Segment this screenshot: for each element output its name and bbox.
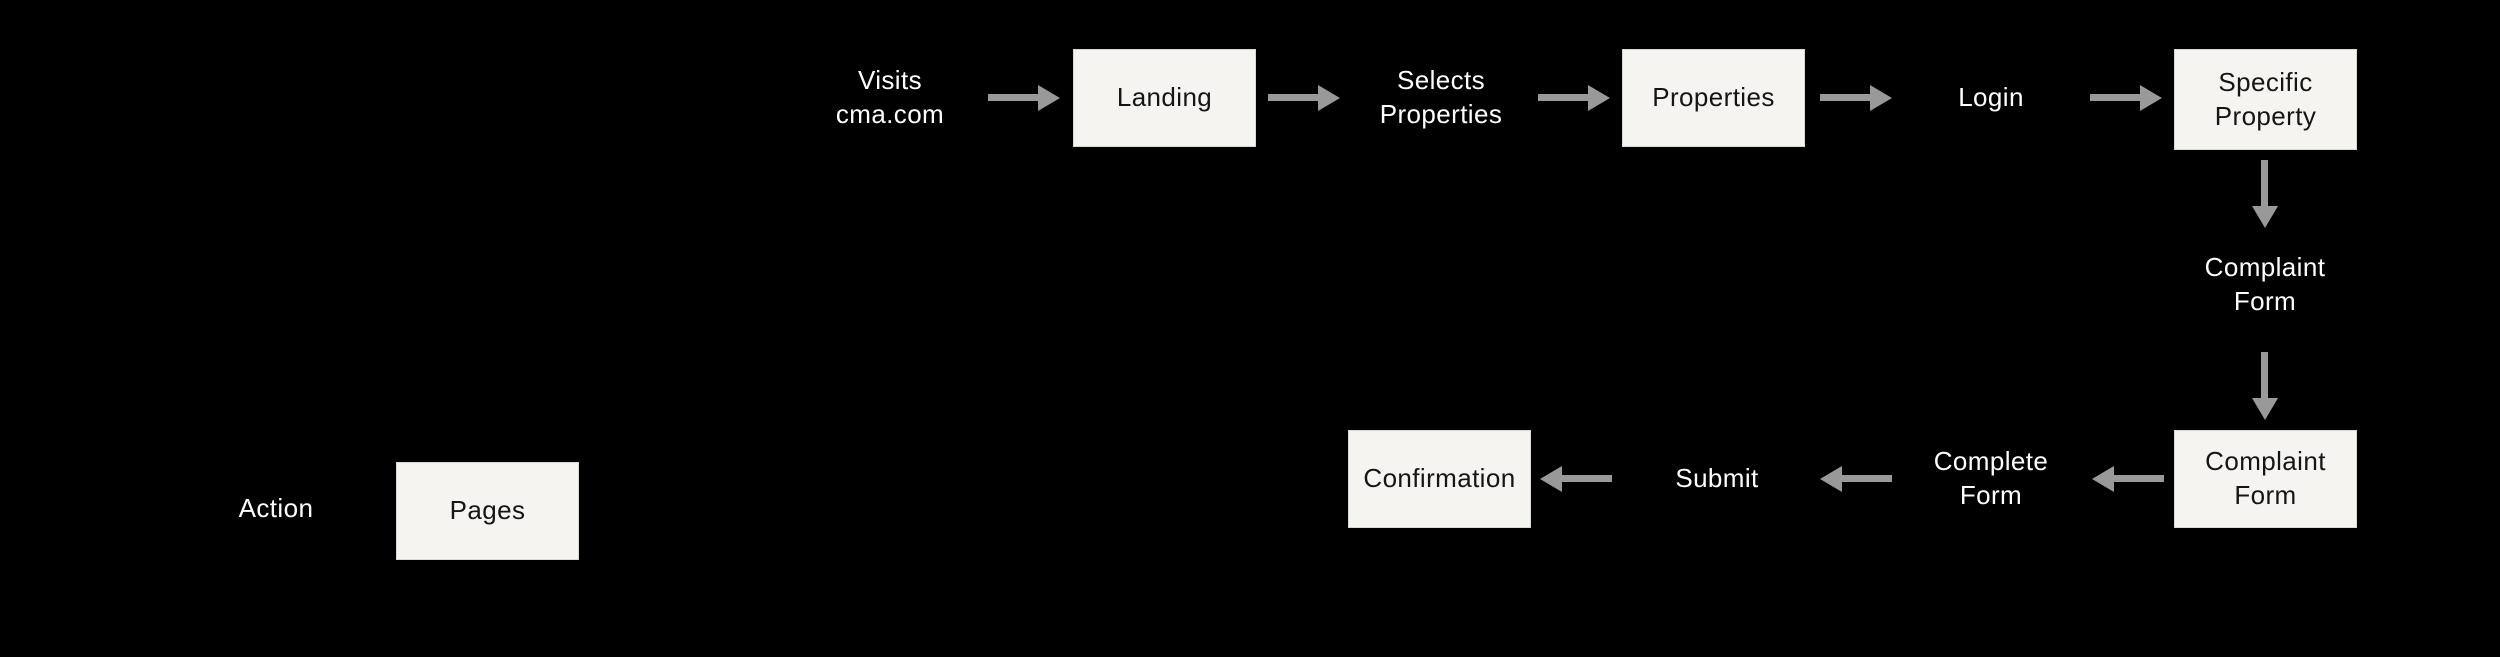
- arrow-right-icon: [1820, 85, 1892, 111]
- arrow-right-icon: [1538, 85, 1610, 111]
- arrow-shaft: [1840, 475, 1892, 482]
- arrow-shaft: [988, 94, 1040, 101]
- arrow-down-icon: [2252, 160, 2278, 228]
- label-complaint-form: Complaint Form: [2204, 252, 2326, 316]
- arrow-head: [2252, 206, 2278, 228]
- arrow-head: [1820, 466, 1842, 492]
- arrow-shaft: [1820, 94, 1872, 101]
- legend-action-label: Action: [238, 493, 314, 524]
- arrow-left-icon: [1820, 466, 1892, 492]
- label-login: Login: [1958, 82, 2024, 113]
- arrow-shaft: [2090, 94, 2142, 101]
- arrow-shaft: [1538, 94, 1590, 101]
- arrow-right-icon: [2090, 85, 2162, 111]
- arrow-shaft: [2261, 352, 2268, 400]
- arrow-head: [1540, 466, 1562, 492]
- arrow-left-icon: [1540, 466, 1612, 492]
- node-specific-property-page: Specific Property: [2174, 49, 2357, 150]
- arrow-down-icon: [2252, 352, 2278, 420]
- arrow-right-icon: [988, 85, 1060, 111]
- arrow-shaft: [1560, 475, 1612, 482]
- node-properties-page: Properties: [1622, 49, 1805, 147]
- arrow-shaft: [2261, 160, 2268, 208]
- label-complete-form: Complete Form: [1933, 446, 2049, 510]
- arrow-head: [2252, 398, 2278, 420]
- arrow-head: [2140, 85, 2162, 111]
- arrow-left-icon: [2092, 466, 2164, 492]
- arrow-shaft: [1268, 94, 1320, 101]
- arrow-head: [2092, 466, 2114, 492]
- arrow-head: [1318, 85, 1340, 111]
- legend-pages-box: Pages: [396, 462, 579, 560]
- arrow-head: [1038, 85, 1060, 111]
- node-complaint-form-page: Complaint Form: [2174, 430, 2357, 528]
- label-visits-cma: Visits cma.com: [835, 65, 945, 129]
- node-landing-page: Landing: [1073, 49, 1256, 147]
- arrow-head: [1870, 85, 1892, 111]
- label-submit: Submit: [1675, 463, 1759, 494]
- arrow-right-icon: [1268, 85, 1340, 111]
- node-confirmation-page: Confirmation: [1348, 430, 1531, 528]
- arrow-shaft: [2112, 475, 2164, 482]
- arrow-head: [1588, 85, 1610, 111]
- label-selects-properties: Selects Properties: [1379, 65, 1503, 129]
